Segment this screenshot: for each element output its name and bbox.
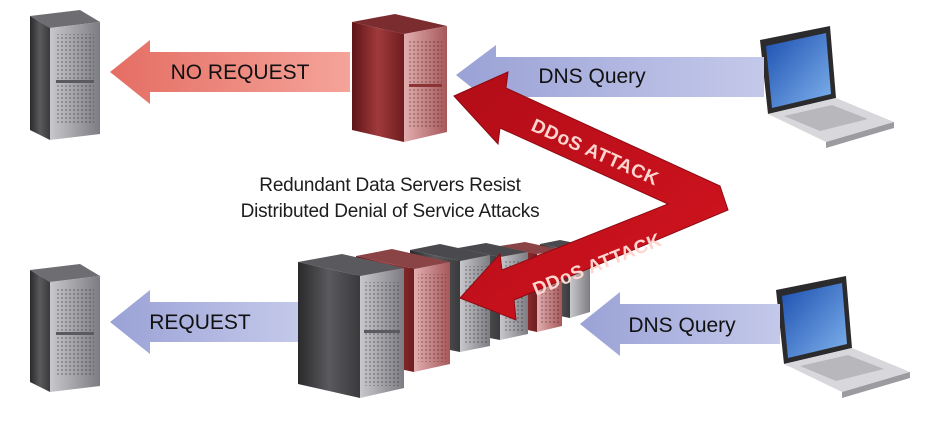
dns-server-under-attack-icon: [352, 14, 447, 142]
dns-query-bottom-arrow: DNS Query: [580, 292, 780, 356]
request-arrow: REQUEST: [110, 290, 298, 354]
caption-line-2: Distributed Denial of Service Attacks: [240, 201, 540, 222]
origin-server-top-icon: [30, 10, 100, 140]
dns-query-top-label: DNS Query: [538, 65, 646, 88]
caption-line-1: Redundant Data Servers Resist: [259, 175, 521, 196]
request-label: REQUEST: [149, 311, 251, 334]
client-laptop-top-icon: [760, 26, 894, 148]
no-request-label: NO REQUEST: [171, 61, 310, 84]
dns-query-bottom-label: DNS Query: [628, 314, 736, 337]
origin-server-bottom-icon: [30, 264, 100, 392]
dns-query-top-arrow: DNS Query: [456, 45, 764, 107]
client-laptop-bottom-icon: [776, 276, 910, 398]
diagram-caption: Redundant Data Servers Resist Distribute…: [200, 173, 580, 225]
no-request-arrow: NO REQUEST: [110, 40, 350, 104]
